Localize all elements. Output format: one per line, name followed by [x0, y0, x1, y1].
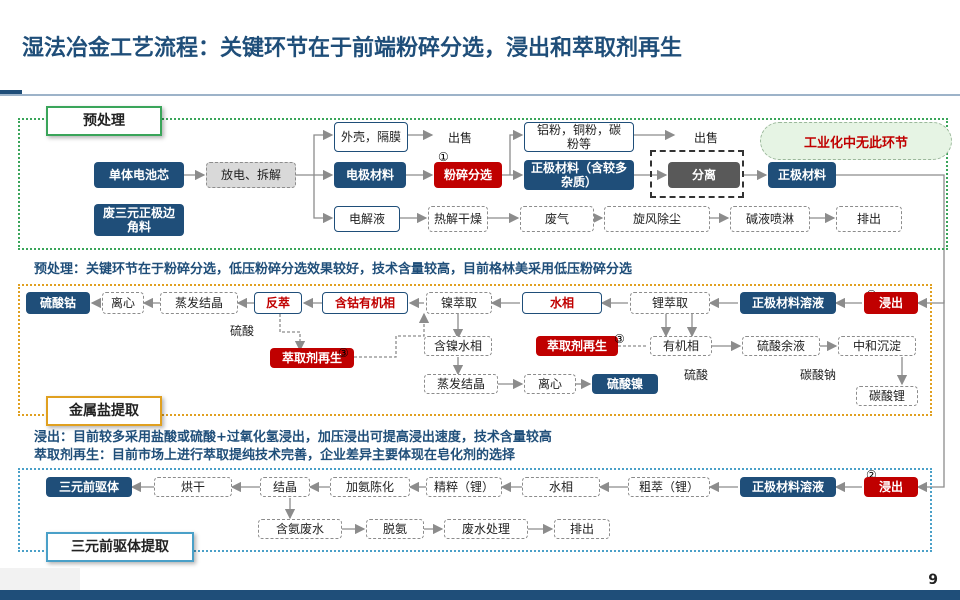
- cathode-mixed-node: 正极材料（含较多杂质）: [524, 160, 634, 190]
- footer-accent: [0, 568, 80, 590]
- shell-node: 外壳，隔膜: [334, 122, 408, 152]
- pretreatment-note: 预处理：关键环节在于粉碎分选，低压粉碎分选效果较好，技术含量较高，目前格林美采用…: [34, 262, 633, 277]
- pretreatment-label: 预处理: [46, 106, 162, 136]
- cathode-node: 正极材料: [768, 162, 836, 188]
- precursor-node: 三元前驱体: [46, 477, 132, 497]
- electrolyte-node: 电解液: [334, 206, 400, 232]
- fine-extraction-node: 精粹（锂）: [426, 477, 502, 497]
- sell-label-2: 出售: [694, 131, 719, 145]
- extractant-regen-node-1: 萃取剂再生: [270, 348, 354, 368]
- cobalt-organic-node: 含钴有机相: [322, 292, 408, 314]
- crystal-node: 结晶: [260, 477, 310, 497]
- marker-3b: ③: [614, 332, 625, 346]
- sulfuric-acid-label-2: 硫酸: [684, 368, 709, 382]
- battery-cell-node: 单体电池芯: [94, 162, 184, 188]
- cobalt-sulfate-node: 硫酸钴: [26, 292, 90, 314]
- cyclone-node: 旋风除尘: [604, 206, 710, 232]
- electrode-node: 电极材料: [334, 162, 406, 188]
- footer-bar: [0, 590, 960, 600]
- sulfuric-acid-label: 硫酸: [230, 324, 255, 338]
- dry-node: 烘干: [154, 477, 232, 497]
- marker-2b: ②: [866, 468, 877, 482]
- metal-salt-section: [18, 284, 932, 416]
- cathode-solution-node: 正极材料溶液: [740, 292, 836, 314]
- al-cu-powder-node: 铝粉，铜粉，碳粉等: [524, 122, 634, 152]
- marker-1: ①: [438, 150, 449, 164]
- deammonia-node: 脱氨: [366, 519, 424, 539]
- discharge-node-2: 排出: [554, 519, 610, 539]
- pyrolysis-node: 热解干燥: [428, 206, 488, 232]
- pretreatment-section: [18, 118, 948, 250]
- page-title: 湿法冶金工艺流程：关键环节在于前端粉碎分选，浸出和萃取剂再生: [22, 36, 683, 61]
- centrifuge-node-2: 离心: [524, 374, 576, 394]
- crush-sort-node: 粉碎分选: [434, 162, 502, 188]
- separation-frame: [650, 150, 744, 198]
- page-number: 9: [928, 572, 938, 588]
- nickel-extraction-node: 镍萃取: [426, 292, 492, 314]
- lithium-extraction-node: 锂萃取: [630, 292, 710, 314]
- sell-label-1: 出售: [448, 131, 473, 145]
- ammonia-wastewater-node: 含氨废水: [258, 519, 342, 539]
- industrial-note-cloud: 工业化中无此环节: [760, 122, 952, 160]
- organic-phase-node: 有机相: [650, 336, 712, 356]
- wastewater-treatment-node: 废水处理: [444, 519, 528, 539]
- title-accent: [0, 90, 22, 96]
- leach-note: 浸出：目前较多采用盐酸或硫酸+过氧化氢浸出，加压浸出可提高浸出速度，技术含量较高: [34, 430, 552, 445]
- alkali-spray-node: 碱液喷淋: [730, 206, 810, 232]
- nickel-aqueous-node: 含镍水相: [424, 336, 492, 356]
- title-divider: [0, 94, 960, 96]
- separation-node: 分离: [668, 162, 740, 188]
- neutralize-node: 中和沉淀: [838, 336, 916, 356]
- crude-extraction-node: 粗萃（锂）: [628, 477, 710, 497]
- discharge-node: 放电、拆解: [206, 162, 296, 188]
- sulfate-residual-node: 硫酸余液: [742, 336, 820, 356]
- metal-salt-label: 金属盐提取: [46, 396, 162, 426]
- waste-gas-node: 废气: [520, 206, 594, 232]
- aqueous-phase-node-2: 水相: [522, 477, 600, 497]
- ternary-label: 三元前驱体提取: [46, 532, 194, 562]
- cathode-solution-node-2: 正极材料溶液: [740, 477, 836, 497]
- extractant-regen-node-2: 萃取剂再生: [536, 336, 618, 356]
- ammonia-aging-node: 加氨陈化: [330, 477, 410, 497]
- leaching-node-1: 浸出: [864, 292, 918, 314]
- marker-3a: ③: [338, 346, 349, 360]
- nickel-sulfate-node: 硫酸镍: [592, 374, 658, 394]
- ternary-section: [18, 468, 932, 552]
- evaporation-node: 蒸发结晶: [160, 292, 238, 314]
- leaching-node-2: 浸出: [864, 477, 918, 497]
- centrifuge-node: 离心: [102, 292, 144, 314]
- back-extraction-node: 反萃: [254, 292, 302, 314]
- discharge-out-node: 排出: [836, 206, 902, 232]
- aqueous-phase-node: 水相: [522, 292, 602, 314]
- evaporation-node-2: 蒸发结晶: [424, 374, 498, 394]
- sodium-carbonate-label: 碳酸钠: [800, 368, 837, 382]
- lithium-carbonate-node: 碳酸锂: [856, 386, 918, 406]
- scrap-node: 废三元正极边角料: [94, 204, 184, 236]
- extraction-note: 萃取剂再生：目前市场上进行萃取提纯技术完善，企业差异主要体现在皂化剂的选择: [34, 448, 516, 463]
